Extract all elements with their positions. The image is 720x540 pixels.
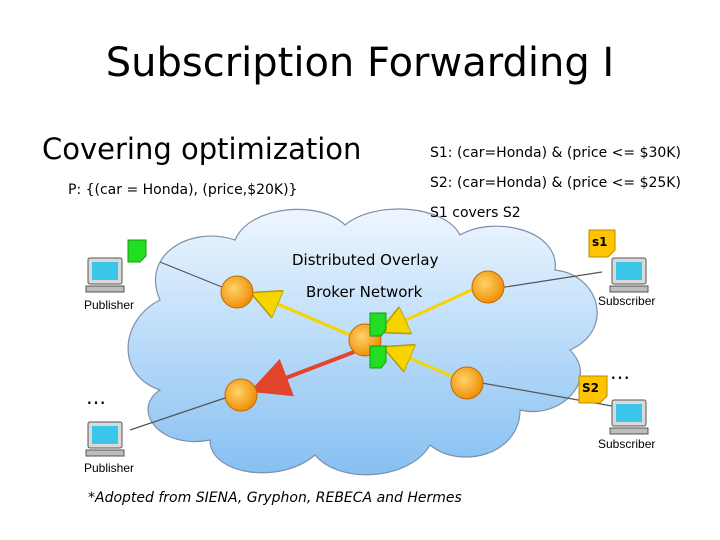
tag-s1-label: s1 (592, 235, 608, 249)
tag-s2-shape (578, 375, 608, 404)
ellipsis-left: … (86, 385, 108, 409)
subscriber-bottom-label: Subscriber (598, 437, 656, 451)
network-label: Broker Network (306, 283, 423, 301)
broker-right-bottom (450, 366, 484, 400)
broker-right-top (471, 270, 505, 304)
edge-subscriber-top-to-broker (485, 271, 603, 291)
broker-bottom-left (224, 378, 258, 412)
slide-title: Subscription Forwarding I (105, 40, 615, 86)
ellipsis-right: … (610, 360, 632, 384)
publication-filter: P: {(car = Honda), (price,$20K)} (68, 182, 298, 198)
edge-publisher-to-broker-left (159, 261, 223, 288)
subscriber-top-label: Subscriber (598, 294, 656, 308)
tag-s1-shape (588, 229, 616, 258)
publisher-bottom-label: Publisher (84, 461, 135, 475)
broker-left (220, 275, 254, 309)
subscriber-top-computer-icon (609, 257, 649, 293)
publisher-bottom-computer-icon (85, 421, 125, 457)
edge-broker-right-bottom-to-center (388, 349, 457, 380)
subscriber-bottom-computer-icon (609, 399, 649, 435)
footnote: *Adopted from SIENA, Gryphon, REBECA and… (88, 490, 462, 506)
edge-broker-right-top-to-center (384, 285, 479, 330)
overlay-label: Distributed Overlay (292, 251, 439, 269)
edge-broker-left-to-center (250, 292, 351, 337)
green-flag-center-bottom (369, 345, 387, 369)
tag-s2-label: S2 (582, 381, 599, 395)
green-flag-publisher (127, 239, 147, 263)
subscription-s1: S1: (car=Honda) & (price <= $30K) (430, 145, 681, 161)
publisher-top-label: Publisher (84, 298, 135, 312)
edge-center-to-broker-bottom-left (249, 350, 355, 397)
covering-heading: Covering optimization (42, 132, 362, 166)
edge-publisher-bottom-to-broker (129, 397, 226, 431)
subscription-s2: S2: (car=Honda) & (price <= $25K) (430, 175, 681, 191)
covers-statement: S1 covers S2 (430, 205, 521, 221)
publisher-top-computer-icon (85, 257, 125, 293)
green-flag-center-top (369, 312, 387, 337)
